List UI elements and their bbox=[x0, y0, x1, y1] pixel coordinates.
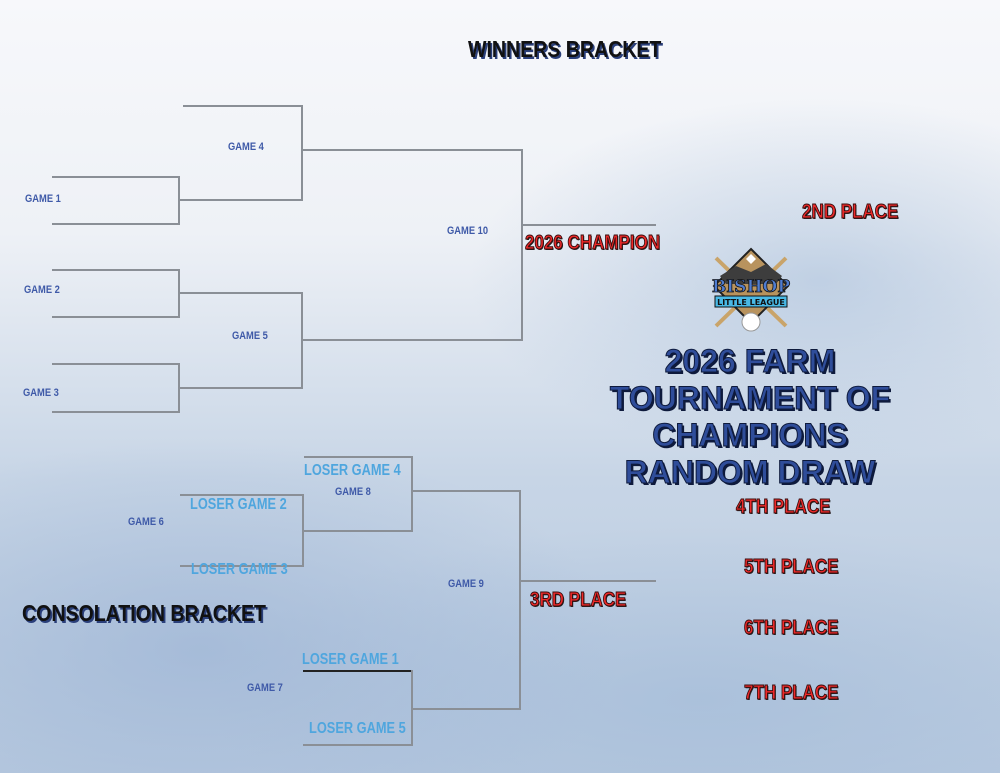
loser-game-1-label: LOSER GAME 1 bbox=[302, 651, 399, 668]
game-7-label: GAME 7 bbox=[247, 682, 283, 694]
title-line-1: 2026 FARM bbox=[664, 343, 836, 380]
winners-bracket-heading: WINNERS BRACKET bbox=[468, 36, 662, 62]
title-line-3: RANDOM DRAW bbox=[624, 454, 876, 491]
game-5-label: GAME 5 bbox=[232, 330, 268, 342]
game-10-label: GAME 10 bbox=[447, 225, 489, 237]
game-3-label: GAME 3 bbox=[23, 387, 59, 399]
title-line-2: TOURNAMENT OF CHAMPIONS bbox=[609, 380, 891, 454]
sixth-place-label: 6TH PLACE bbox=[744, 617, 839, 640]
logo-line2: LITTLE LEAGUE bbox=[717, 298, 785, 307]
game-6-label: GAME 6 bbox=[128, 516, 164, 528]
game-2-label: GAME 2 bbox=[24, 284, 60, 296]
game-4-label: GAME 4 bbox=[228, 141, 264, 153]
loser-game-5-label: LOSER GAME 5 bbox=[309, 720, 406, 737]
fifth-place-label: 5TH PLACE bbox=[744, 556, 839, 579]
game-8-label: GAME 8 bbox=[335, 486, 371, 498]
logo-line1: BISHOP bbox=[712, 277, 790, 297]
fourth-place-label: 4TH PLACE bbox=[736, 496, 831, 519]
consolation-bracket-heading: CONSOLATION BRACKET bbox=[22, 600, 267, 626]
event-title: 2026 FARM TOURNAMENT OF CHAMPIONS RANDOM… bbox=[540, 343, 960, 491]
seventh-place-label: 7TH PLACE bbox=[744, 682, 839, 705]
bishop-little-league-logo: BISHOP LITTLE LEAGUE bbox=[706, 246, 796, 332]
second-place-label: 2ND PLACE bbox=[802, 201, 899, 224]
loser-game-2-label: LOSER GAME 2 bbox=[190, 496, 287, 513]
loser-game-4-label: LOSER GAME 4 bbox=[304, 462, 401, 479]
game-1-label: GAME 1 bbox=[25, 193, 61, 205]
champion-label: 2026 CHAMPION bbox=[525, 232, 661, 255]
third-place-label: 3RD PLACE bbox=[530, 589, 627, 612]
game-9-label: GAME 9 bbox=[448, 578, 484, 590]
loser-game-3-label: LOSER GAME 3 bbox=[191, 561, 288, 578]
